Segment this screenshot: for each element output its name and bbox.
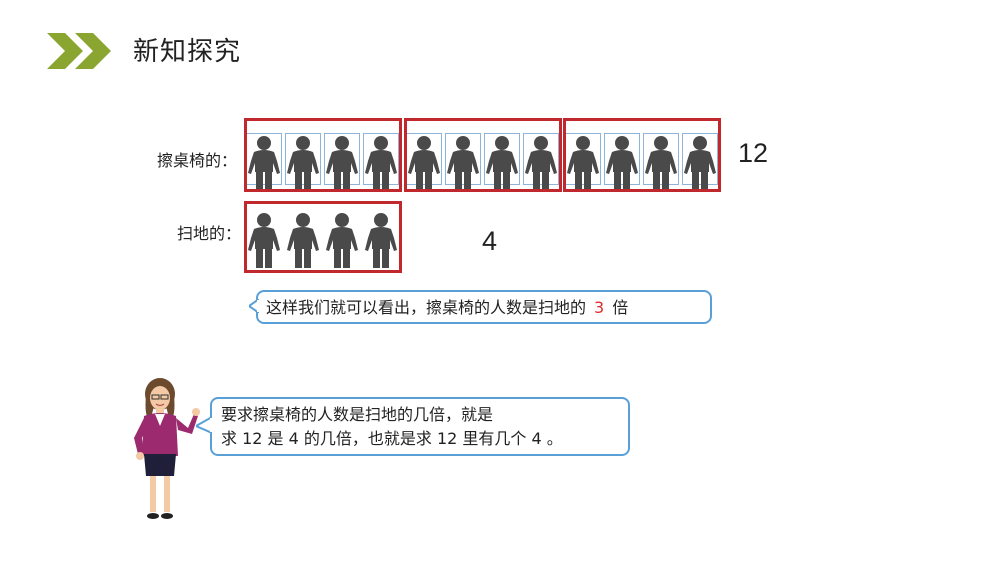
person-icon: [565, 135, 601, 191]
conclusion-suffix: 倍: [612, 298, 629, 317]
person-cell: [523, 133, 559, 185]
person-icon: [324, 135, 360, 191]
person-icon: [324, 212, 360, 268]
speech-line-2: 求 12 是 4 的几倍，也就是求 12 里有几个 4 。: [221, 429, 563, 448]
person-icon: [484, 135, 520, 191]
person-icon: [363, 212, 399, 268]
person-cell: [643, 133, 679, 185]
person-cell: [484, 133, 520, 185]
person-cell: [604, 133, 640, 185]
person-icon: [363, 135, 399, 191]
speech-tail: [196, 416, 212, 434]
person-icon: [523, 135, 559, 191]
row-label-sweep-floor: 扫地的：: [177, 224, 242, 243]
person-icon: [406, 135, 442, 191]
person-icon: [246, 135, 282, 191]
total-wipe-desks: 12: [738, 138, 769, 168]
person-cell: [363, 133, 399, 185]
total-sweep-floor: 4: [482, 226, 498, 256]
person-icon: [285, 212, 321, 268]
person-cell: [445, 133, 481, 185]
teacher-speech-bubble: [210, 397, 630, 456]
speech-line-1: 要求擦桌椅的人数是扫地的几倍，就是: [221, 405, 494, 424]
person-icon: [445, 135, 481, 191]
group-box: [244, 118, 402, 192]
group-box: [563, 118, 721, 192]
conclusion-callout: [256, 290, 712, 324]
person-cell: [682, 133, 718, 185]
row-label-wipe-desks: 擦桌椅的：: [157, 151, 238, 170]
person-icon: [643, 135, 679, 191]
person-icon: [246, 212, 282, 268]
page-title: 新知探究: [133, 37, 242, 67]
callout-tail: [249, 299, 259, 313]
person-icon: [285, 135, 321, 191]
person-cell: [285, 133, 321, 185]
group-box: [404, 118, 562, 192]
person-icon: [604, 135, 640, 191]
person-icon: [682, 135, 718, 191]
teacher-illustration: [134, 378, 200, 519]
person-cell: [324, 133, 360, 185]
multiple-value: 3: [594, 298, 605, 317]
conclusion-prefix: 这样我们就可以看出，擦桌椅的人数是扫地的: [266, 298, 587, 317]
double-chevron-right-icon: [47, 33, 111, 69]
group-box: [244, 201, 402, 273]
